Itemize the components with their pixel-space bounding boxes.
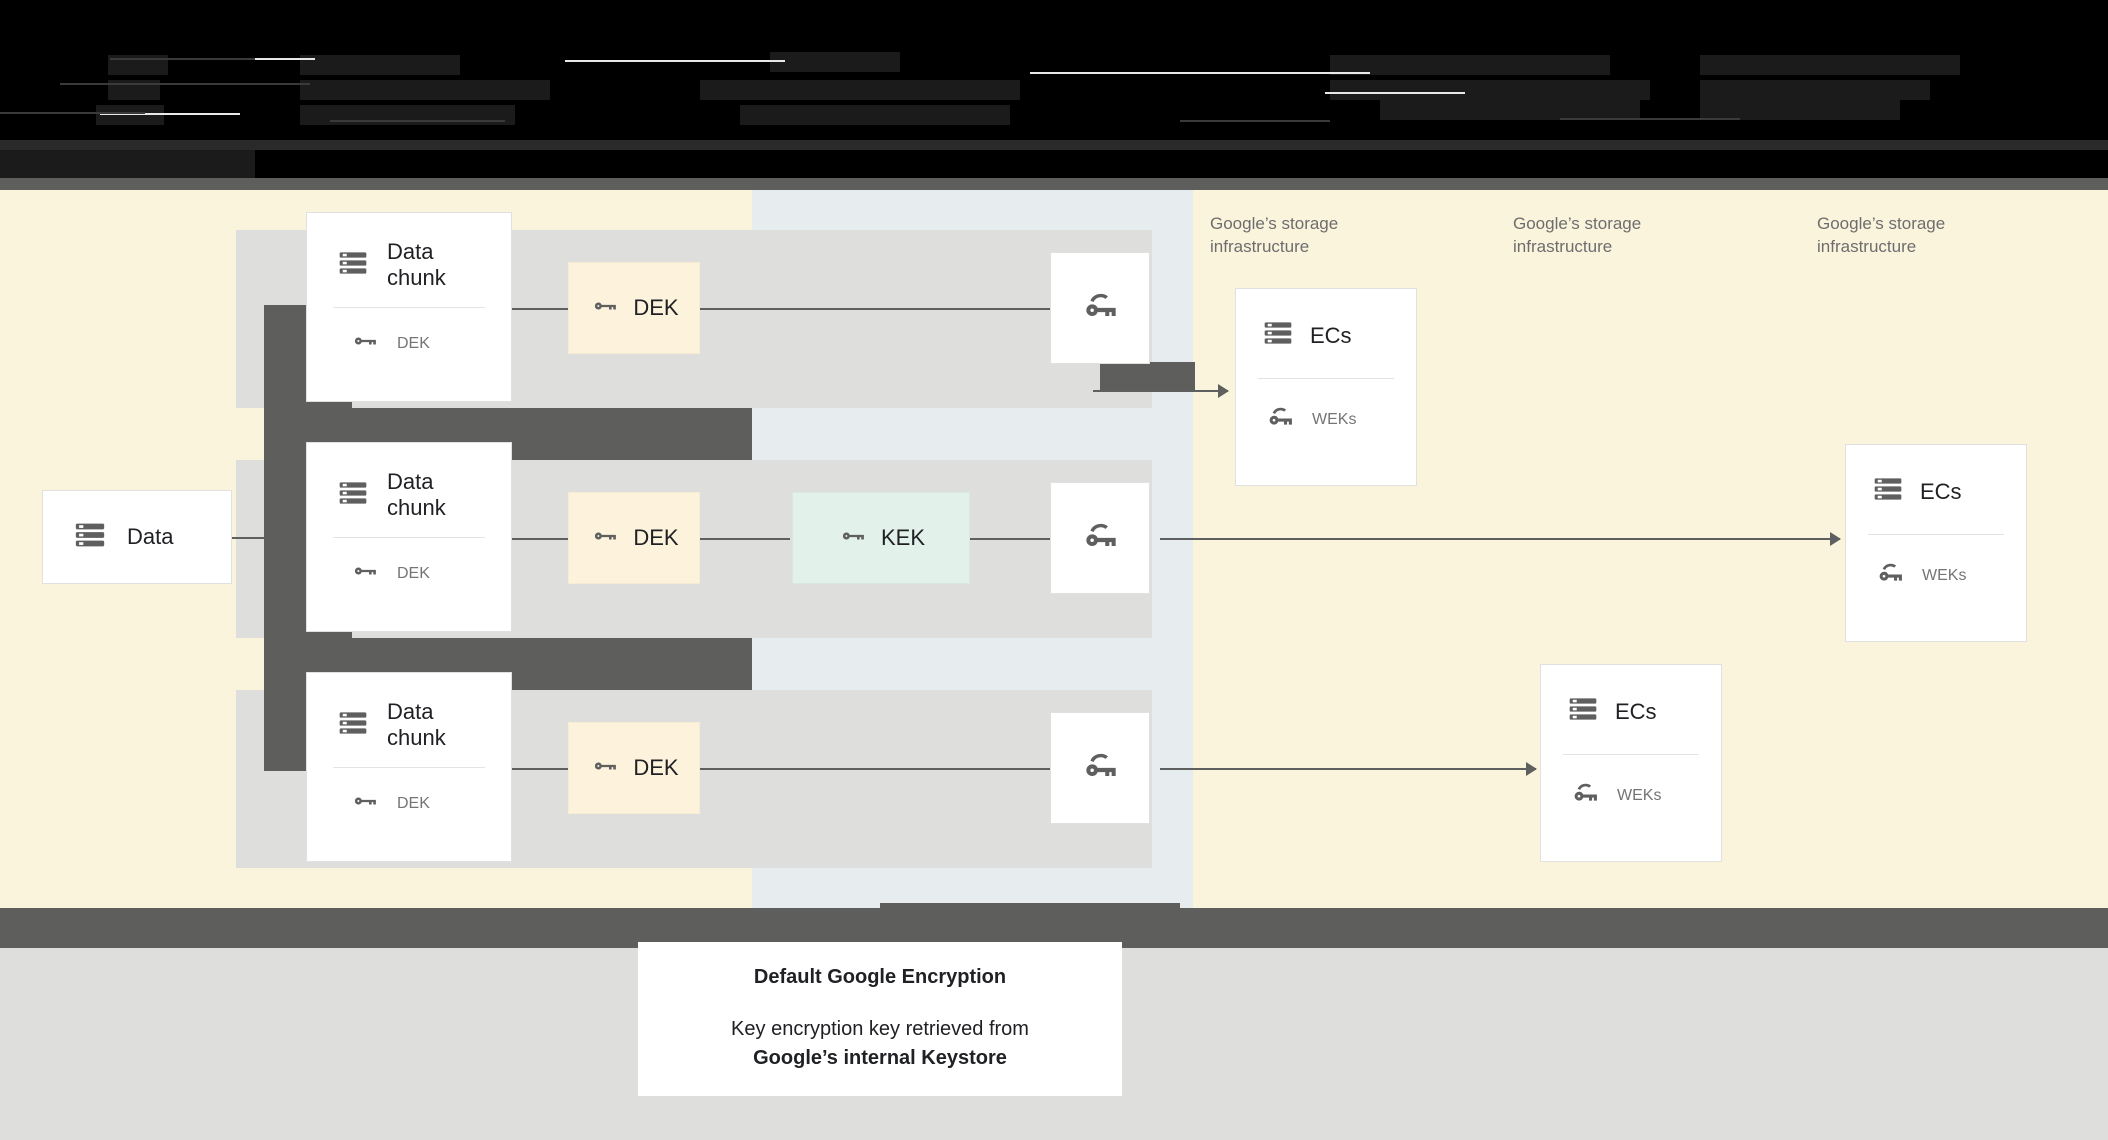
connector-dek2-to-kek xyxy=(700,538,790,540)
card-data-chunk-key-label: DEK xyxy=(397,334,430,352)
connector-data-to-chunks xyxy=(175,537,305,539)
key-icon xyxy=(589,291,619,326)
card-data-chunk-key-label: DEK xyxy=(397,564,430,582)
card-ecs[interactable]: ECs WEKs xyxy=(1845,444,2027,642)
card-divider xyxy=(333,307,485,308)
card-data-chunk[interactable]: Data chunk DEK xyxy=(306,672,512,862)
arrow-wrapped3-to-ecs3 xyxy=(1160,762,1537,776)
card-ecs-title: ECs xyxy=(1615,698,1657,724)
box-dek-label: DEK xyxy=(633,755,679,780)
box-kek-label: KEK xyxy=(880,525,926,550)
wrapped-key-icon xyxy=(1079,515,1121,562)
wrapped-key-icon xyxy=(1079,745,1121,792)
connector-chunk1-to-dek1 xyxy=(505,308,570,310)
card-ecs[interactable]: ECs WEKs xyxy=(1235,288,1417,486)
wrapped-key-icon xyxy=(1079,285,1121,332)
caption-box: Default Google Encryption Key encryption… xyxy=(638,942,1122,1096)
label-google-storage-infrastructure: Google’s storage infrastructure xyxy=(1210,214,1339,256)
footer-dark-band xyxy=(0,908,2108,948)
server-icon xyxy=(337,477,369,514)
wrapped-key-icon xyxy=(1874,557,1906,594)
server-icon xyxy=(1262,317,1294,354)
box-wrapped-key[interactable] xyxy=(1050,712,1150,824)
connector-kek-to-wrapped2 xyxy=(968,538,1050,540)
box-dek[interactable]: DEK xyxy=(568,262,700,354)
card-data-chunk-title: Data chunk xyxy=(387,699,446,750)
card-ecs-key-label: WEKs xyxy=(1617,786,1662,804)
card-divider xyxy=(333,767,485,768)
card-divider xyxy=(1258,378,1394,379)
card-ecs-key-label: WEKs xyxy=(1312,410,1357,428)
arrow-wrapped2-to-ecs2 xyxy=(1160,532,1841,546)
label-google-storage-infrastructure: Google’s storage infrastructure xyxy=(1513,214,1642,256)
server-icon xyxy=(1567,693,1599,730)
card-divider xyxy=(1563,754,1699,755)
box-wrapped-key[interactable] xyxy=(1050,252,1150,364)
occlusion-band-top xyxy=(0,178,2108,190)
connector-dek1-to-wrapped1 xyxy=(700,308,1050,310)
wrapped-key-icon xyxy=(1264,401,1296,438)
card-data-chunk-title: Data chunk xyxy=(387,469,446,520)
caption-title: Default Google Encryption xyxy=(753,965,1007,988)
arrow-wrapped1-to-ecs1 xyxy=(1093,384,1229,398)
caption-body-line1: Key encryption key retrieved from xyxy=(731,1017,1029,1040)
key-icon xyxy=(589,751,619,786)
card-divider xyxy=(1868,534,2004,535)
box-wrapped-key[interactable] xyxy=(1050,482,1150,594)
key-icon xyxy=(837,521,867,556)
wrapped-key-icon xyxy=(1569,777,1601,814)
server-icon xyxy=(337,707,369,744)
server-icon xyxy=(73,518,107,557)
card-ecs-key-label: WEKs xyxy=(1922,566,1967,584)
card-data-chunk-title: Data chunk xyxy=(387,239,446,290)
occlusion-block-arrow1 xyxy=(1100,362,1195,392)
key-icon xyxy=(589,521,619,556)
card-ecs-title: ECs xyxy=(1310,322,1352,348)
box-dek-label: DEK xyxy=(633,295,679,320)
box-kek[interactable]: KEK xyxy=(792,492,970,584)
key-icon xyxy=(349,326,379,361)
connector-chunk3-to-dek3 xyxy=(505,768,570,770)
label-google-storage-infrastructure: Google’s storage infrastructure xyxy=(1817,214,1946,256)
card-data-chunk[interactable]: Data chunk DEK xyxy=(306,442,512,632)
box-dek[interactable]: DEK xyxy=(568,492,700,584)
card-data-source[interactable]: Data xyxy=(42,490,232,584)
card-data-chunk-key-label: DEK xyxy=(397,794,430,812)
caption-body: Key encryption key retrieved from Google… xyxy=(731,1015,1029,1073)
key-icon xyxy=(349,556,379,591)
server-icon xyxy=(337,247,369,284)
card-data-chunk[interactable]: Data chunk DEK xyxy=(306,212,512,402)
key-icon xyxy=(349,786,379,821)
header-redacted-band xyxy=(0,0,2108,178)
caption-body-line2: Google’s internal Keystore xyxy=(753,1046,1007,1069)
connector-chunk2-to-dek2 xyxy=(505,538,570,540)
server-icon xyxy=(1872,473,1904,510)
card-data-source-label: Data xyxy=(127,524,174,549)
box-dek[interactable]: DEK xyxy=(568,722,700,814)
connector-dek3-to-wrapped3 xyxy=(700,768,1050,770)
card-divider xyxy=(333,537,485,538)
card-ecs[interactable]: ECs WEKs xyxy=(1540,664,1722,862)
card-ecs-title: ECs xyxy=(1920,478,1962,504)
box-dek-label: DEK xyxy=(633,525,679,550)
